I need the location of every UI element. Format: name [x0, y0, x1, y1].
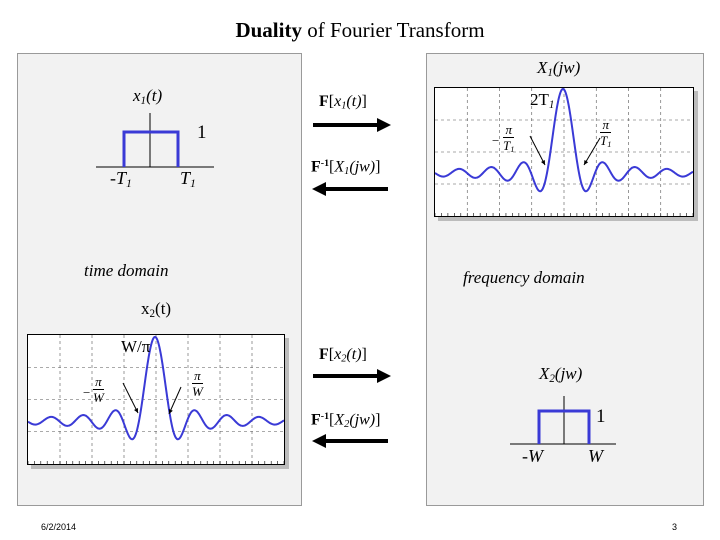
footer-page-number: 3	[672, 522, 678, 532]
X2-height-label: 1	[596, 406, 606, 427]
x2-sinc-plot	[27, 335, 285, 464]
forward-transform-1: F[x1(t)]	[319, 93, 367, 112]
forward-transform-2: F[x2(t)]	[319, 346, 367, 365]
rect-pulse-X2	[510, 396, 616, 445]
X1-sinc-curve	[434, 87, 694, 193]
x2-sinc-curve	[27, 335, 285, 441]
arrow-left-1	[312, 182, 388, 196]
X1-scope-plot	[434, 87, 694, 217]
x1-neg-t-label: -T1	[110, 168, 132, 190]
inverse-transform-2: F-1[X2(jw)]	[311, 411, 381, 431]
x2-minus-sign: −	[83, 385, 91, 400]
arrow-right-2	[313, 369, 391, 383]
rect-pulse-x1	[96, 113, 214, 168]
x2-zero-pointer	[122, 382, 139, 414]
footer-date: 6/2/2014	[41, 522, 77, 532]
x2-zero-pointer	[168, 386, 182, 415]
frequency-domain-label: frequency domain	[463, 268, 585, 287]
X1-zero-pointer	[529, 135, 546, 166]
x1-height-label: 1	[197, 122, 207, 143]
X1-zero-pointer-head	[584, 160, 589, 165]
time-domain-label: time domain	[84, 261, 169, 280]
x1-label: x1(t)	[133, 86, 163, 107]
X2-neg-w-label: -W	[522, 446, 543, 466]
X1-zero-pointer-head	[540, 160, 545, 165]
X1-peak-label: 2T1	[530, 90, 555, 111]
arrow-left-2	[312, 434, 388, 448]
X1-zero-pointer	[583, 137, 601, 166]
x1-pulse	[122, 130, 180, 167]
x1-pos-t-label: T1	[180, 168, 196, 190]
inverse-transform-1: F-1[X1(jw)]	[311, 158, 381, 178]
X1-minus-sign: −	[492, 133, 500, 148]
X1-label: X1(jw)	[537, 58, 581, 79]
x2-zero-pointer-head	[134, 408, 138, 413]
arrow-right-1	[313, 118, 391, 132]
X2-pulse	[537, 409, 591, 444]
x2-zero-pointer-head	[168, 409, 173, 414]
x2-scope-plot	[27, 334, 285, 465]
slide-title: Duality of Fourier Transform	[235, 18, 485, 42]
X2-pos-w-label: W	[588, 446, 603, 466]
X2-label: X2(jw)	[539, 364, 583, 385]
x2-peak-label: W/π	[121, 337, 151, 356]
x2-label: x2(t)	[141, 299, 172, 320]
X1-sinc-plot	[434, 87, 694, 216]
